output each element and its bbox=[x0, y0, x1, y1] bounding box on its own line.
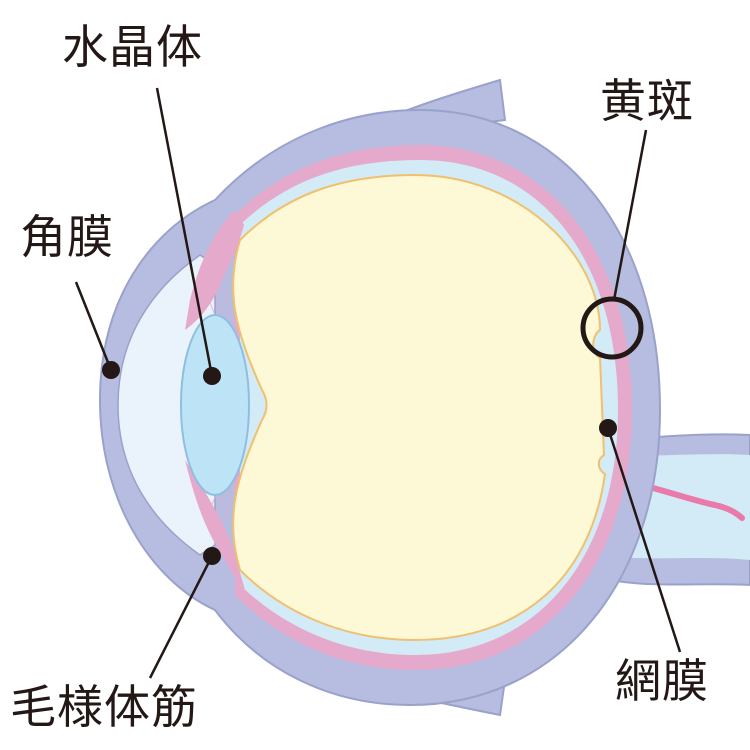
lens-dot bbox=[203, 367, 221, 385]
macula-marker-circle bbox=[580, 296, 644, 360]
ciliary-upper bbox=[185, 210, 244, 330]
label-cornea: 角膜 bbox=[20, 210, 114, 264]
lens-shape bbox=[180, 314, 250, 496]
label-ciliary-muscle: 毛様体筋 bbox=[10, 680, 198, 734]
ciliary-leader bbox=[148, 555, 214, 679]
cornea-dot bbox=[102, 361, 120, 379]
lens-leader bbox=[155, 87, 214, 377]
vitreous-body bbox=[232, 173, 607, 642]
macula-leader bbox=[612, 129, 648, 301]
cornea-leader bbox=[74, 281, 113, 371]
label-macula: 黄斑 bbox=[600, 74, 694, 128]
ciliary-dot bbox=[203, 547, 221, 565]
retina-leader bbox=[606, 427, 682, 653]
label-lens: 水晶体 bbox=[62, 20, 203, 74]
retina-dot bbox=[599, 419, 617, 437]
label-retina: 網膜 bbox=[615, 654, 709, 708]
ciliary-lower bbox=[185, 460, 245, 590]
